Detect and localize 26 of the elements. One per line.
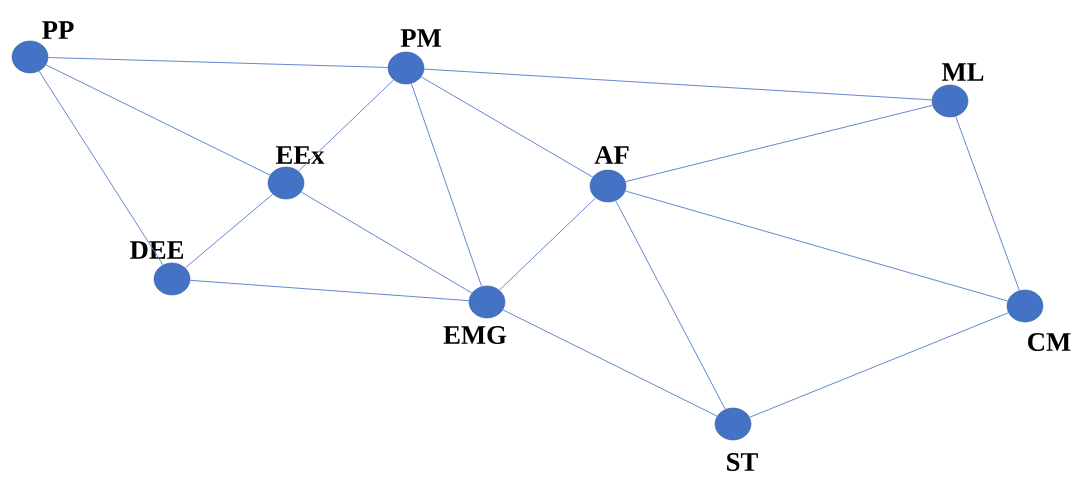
node-label: CM bbox=[1028, 333, 1071, 351]
node-label: PP bbox=[42, 21, 74, 39]
connector-line bbox=[955, 116, 1020, 291]
connector-line bbox=[47, 57, 389, 68]
node-label: AF bbox=[594, 146, 629, 164]
connector-line bbox=[45, 64, 271, 176]
connector-line bbox=[184, 193, 274, 269]
connector-line bbox=[498, 197, 597, 291]
node-label: EEx bbox=[276, 146, 325, 164]
connector-line bbox=[300, 191, 473, 294]
node-label: ST bbox=[727, 453, 758, 471]
connector-line bbox=[189, 279, 470, 302]
connector-line bbox=[297, 79, 395, 172]
connector-line bbox=[38, 70, 164, 266]
node-label: EMG bbox=[443, 326, 507, 344]
connector-line bbox=[625, 104, 933, 183]
connector-line bbox=[410, 83, 483, 287]
connector-line bbox=[502, 309, 718, 417]
connector-line bbox=[615, 200, 726, 410]
connector-line bbox=[749, 312, 1009, 418]
node-label: PM bbox=[400, 29, 441, 47]
connector-line bbox=[423, 68, 933, 101]
node-label: DEE bbox=[130, 241, 184, 259]
connector-line bbox=[624, 190, 1009, 302]
connector-line bbox=[420, 76, 594, 178]
node-label: ML bbox=[941, 63, 984, 81]
